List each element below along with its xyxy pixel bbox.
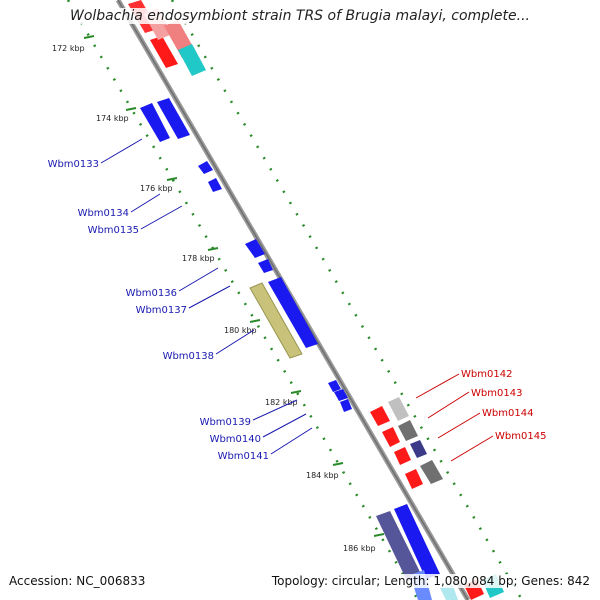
gene-feature-wbm0144-gray[interactable] bbox=[398, 420, 418, 441]
gene-label-wbm0135[interactable]: Wbm0135 bbox=[88, 225, 139, 236]
gene-feature-wbm0135[interactable] bbox=[208, 178, 222, 192]
gene-label-wbm0141[interactable]: Wbm0141 bbox=[218, 451, 269, 462]
tick-label-172: 172 kbp bbox=[52, 44, 85, 53]
forward-strand-genes bbox=[144, 8, 504, 600]
tick-mark-174 bbox=[125, 107, 137, 111]
gene-label-wbm0142[interactable]: Wbm0142 bbox=[461, 369, 512, 380]
gene-feature-wbm0134[interactable] bbox=[198, 161, 213, 174]
leader-wbm0139 bbox=[252, 399, 298, 421]
accession-text: Accession: NC_006833 bbox=[9, 574, 146, 588]
tick-mark-176 bbox=[166, 177, 178, 181]
gene-label-wbm0138[interactable]: Wbm0138 bbox=[163, 351, 214, 362]
gene-feature-wbm0145-gray[interactable] bbox=[420, 460, 443, 484]
tick-label-182: 182 kbp bbox=[265, 398, 298, 407]
gene-feature-wbm0133b[interactable] bbox=[157, 98, 190, 139]
gene-feature-wbm0144-slate[interactable] bbox=[410, 440, 427, 458]
accession-container: Accession: NC_006833 bbox=[9, 574, 146, 588]
gene-label-wbm0140[interactable]: Wbm0140 bbox=[210, 434, 261, 445]
reverse-gene-labels: Wbm0133 Wbm0134 Wbm0135 Wbm0136 Wbm0137 … bbox=[48, 159, 269, 462]
leader-wbm0143 bbox=[427, 391, 470, 419]
gene-feature-cyan-top[interactable] bbox=[178, 44, 206, 76]
gene-feature-red-top-2[interactable] bbox=[150, 36, 178, 68]
ticks: 172 kbp 174 kbp 176 kbp 178 kbp 180 kbp … bbox=[52, 35, 385, 553]
gene-feature-wbm0143[interactable] bbox=[382, 427, 400, 447]
map-title-container: Wolbachia endosymbiont strain TRS of Bru… bbox=[0, 8, 600, 24]
gene-feature-wbm0141[interactable] bbox=[340, 399, 352, 412]
tick-label-186: 186 kbp bbox=[343, 544, 376, 553]
leader-wbm0135 bbox=[140, 205, 183, 230]
gene-feature-wbm0133a[interactable] bbox=[140, 103, 170, 142]
gene-feature-wbm0142-red[interactable] bbox=[370, 406, 390, 426]
tick-mark-182 bbox=[290, 390, 302, 394]
gene-feature-large-blue[interactable] bbox=[268, 277, 318, 348]
gene-label-wbm0137[interactable]: Wbm0137 bbox=[136, 305, 187, 316]
leader-wbm0134 bbox=[130, 193, 161, 213]
forward-leader-lines bbox=[415, 373, 494, 462]
gene-label-wbm0143[interactable]: Wbm0143 bbox=[471, 388, 522, 399]
leader-wbm0136 bbox=[178, 267, 219, 292]
forward-gene-labels: Wbm0142 Wbm0143 Wbm0144 Wbm0145 bbox=[461, 369, 546, 442]
tick-label-174: 174 kbp bbox=[96, 114, 129, 123]
tick-mark-178 bbox=[207, 247, 219, 251]
reverse-strand-genes bbox=[128, 0, 440, 600]
gene-feature-wbm0140[interactable] bbox=[334, 389, 348, 401]
gene-label-wbm0136[interactable]: Wbm0136 bbox=[126, 288, 177, 299]
gene-label-wbm0133[interactable]: Wbm0133 bbox=[48, 159, 99, 170]
genome-summary-text: Topology: circular; Length: 1,080,084 bp… bbox=[271, 574, 590, 588]
gene-feature-wbm0139[interactable] bbox=[328, 380, 341, 392]
leader-wbm0140 bbox=[262, 413, 307, 438]
leader-wbm0145 bbox=[450, 435, 494, 462]
tick-mark-186 bbox=[373, 533, 385, 537]
tick-label-184: 184 kbp bbox=[306, 471, 339, 480]
leader-wbm0138 bbox=[215, 329, 255, 355]
map-title: Wolbachia endosymbiont strain TRS of Bru… bbox=[66, 8, 534, 24]
gene-label-wbm0145[interactable]: Wbm0145 bbox=[495, 431, 546, 442]
gene-feature-wbm0142-gray[interactable] bbox=[388, 397, 409, 421]
tick-label-176: 176 kbp bbox=[140, 184, 173, 193]
gene-label-wbm0139[interactable]: Wbm0139 bbox=[200, 417, 251, 428]
gene-feature-wbm0137[interactable] bbox=[258, 259, 273, 273]
gene-feature-slate-bottom[interactable] bbox=[376, 511, 422, 581]
gene-feature-wbm0144-red[interactable] bbox=[394, 447, 411, 465]
leader-wbm0144 bbox=[437, 412, 481, 439]
tick-mark-180 bbox=[249, 319, 261, 323]
gene-label-wbm0134[interactable]: Wbm0134 bbox=[78, 208, 129, 219]
tick-label-180: 180 kbp bbox=[224, 326, 257, 335]
leader-wbm0133 bbox=[100, 138, 143, 164]
gene-feature-wbm0138[interactable] bbox=[249, 282, 303, 359]
dotted-guide-outer-right bbox=[170, 0, 524, 600]
tick-label-178: 178 kbp bbox=[182, 254, 215, 263]
gene-feature-wbm0136[interactable] bbox=[245, 239, 265, 258]
tick-mark-184 bbox=[332, 462, 344, 466]
gene-label-wbm0144[interactable]: Wbm0144 bbox=[482, 408, 533, 419]
summary-container: Topology: circular; Length: 1,080,084 bp… bbox=[271, 574, 590, 588]
reverse-leader-lines bbox=[100, 138, 313, 455]
leader-wbm0137 bbox=[188, 285, 231, 309]
tick-mark-172 bbox=[83, 35, 95, 39]
gene-feature-wbm0145-red[interactable] bbox=[405, 469, 423, 489]
leader-wbm0142 bbox=[415, 373, 460, 399]
dotted-guide-outer-left bbox=[66, 0, 420, 600]
leader-wbm0141 bbox=[270, 427, 313, 455]
gene-feature-blue-bottom[interactable] bbox=[394, 504, 440, 579]
